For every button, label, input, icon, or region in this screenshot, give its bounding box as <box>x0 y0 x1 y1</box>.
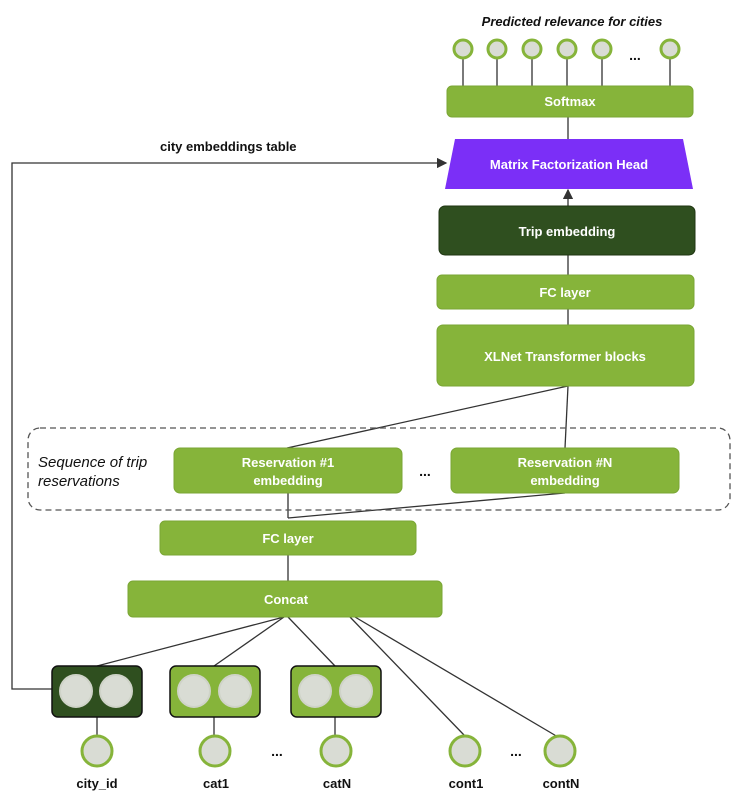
trip-embedding-block <box>438 205 696 256</box>
fc-layer-bottom-block <box>159 520 417 556</box>
cat1-node <box>198 734 232 768</box>
sequence-group <box>27 427 731 511</box>
mf-head-block <box>445 139 693 189</box>
output-node <box>591 38 613 60</box>
cat1-label: cat1 <box>203 776 229 791</box>
concat-label: Concat <box>264 592 309 607</box>
cont1-node <box>448 734 482 768</box>
output-nodes <box>462 58 671 86</box>
transformer-to-resN-line <box>564 385 569 449</box>
transformer-block <box>436 324 695 387</box>
fc-layer-top-block <box>436 274 695 310</box>
catN-embedding <box>290 665 382 718</box>
reservation-n-block <box>450 447 680 494</box>
reservation-n-label-line2: embedding <box>530 473 599 488</box>
output-node <box>659 38 681 60</box>
output-title: Predicted relevance for cities <box>482 14 663 29</box>
cont1-label: cont1 <box>449 776 484 791</box>
city-id-node <box>80 734 114 768</box>
reservation-1-block <box>173 447 403 494</box>
fc-layer-bottom-label: FC layer <box>262 531 313 546</box>
catN-label: catN <box>323 776 351 791</box>
city-embeddings-label: city embeddings table <box>160 139 297 154</box>
cat-ellipsis: ... <box>271 743 283 759</box>
mf-head-label: Matrix Factorization Head <box>490 157 648 172</box>
concat-to-cat1-line <box>213 616 285 667</box>
reservation-1-label-line1: Reservation #1 <box>242 455 335 470</box>
softmax-block <box>446 85 694 118</box>
output-node <box>452 38 474 60</box>
output-node <box>486 38 508 60</box>
output-node <box>521 38 543 60</box>
output-ellipsis: ... <box>629 47 641 63</box>
contN-node <box>543 734 577 768</box>
transformer-label: XLNet Transformer blocks <box>484 349 646 364</box>
trip-embedding-label: Trip embedding <box>519 224 616 239</box>
city-id-label: city_id <box>76 776 117 791</box>
catN-node <box>319 734 353 768</box>
city-id-embedding <box>51 665 143 718</box>
concat-to-cityid-line <box>96 616 285 667</box>
sequence-label-line2: reservations <box>38 473 120 490</box>
contN-label: contN <box>543 776 580 791</box>
fc-layer-top-label: FC layer <box>539 285 590 300</box>
output-node <box>556 38 578 60</box>
embedding-cell <box>59 674 93 708</box>
concat-to-cont1-line <box>349 616 465 736</box>
embedding-cell <box>177 674 211 708</box>
concat-block <box>127 580 443 618</box>
sequence-label-line1: Sequence of trip <box>38 454 147 471</box>
embedding-cell <box>218 674 252 708</box>
reservation-ellipsis: ... <box>419 463 431 479</box>
transformer-to-res1-line <box>286 385 569 449</box>
resN-to-fc-line <box>287 492 566 519</box>
city-embeddings-path <box>11 157 448 690</box>
reservation-n-label-line1: Reservation #N <box>518 455 613 470</box>
cont-ellipsis: ... <box>510 743 522 759</box>
embedding-cell <box>298 674 332 708</box>
softmax-label: Softmax <box>544 94 596 109</box>
cat1-embedding <box>169 665 261 718</box>
reservation-1-label-line2: embedding <box>253 473 322 488</box>
concat-to-contN-line <box>354 616 559 738</box>
embedding-cell <box>99 674 133 708</box>
concat-to-catN-line <box>287 616 336 667</box>
embedding-cell <box>339 674 373 708</box>
